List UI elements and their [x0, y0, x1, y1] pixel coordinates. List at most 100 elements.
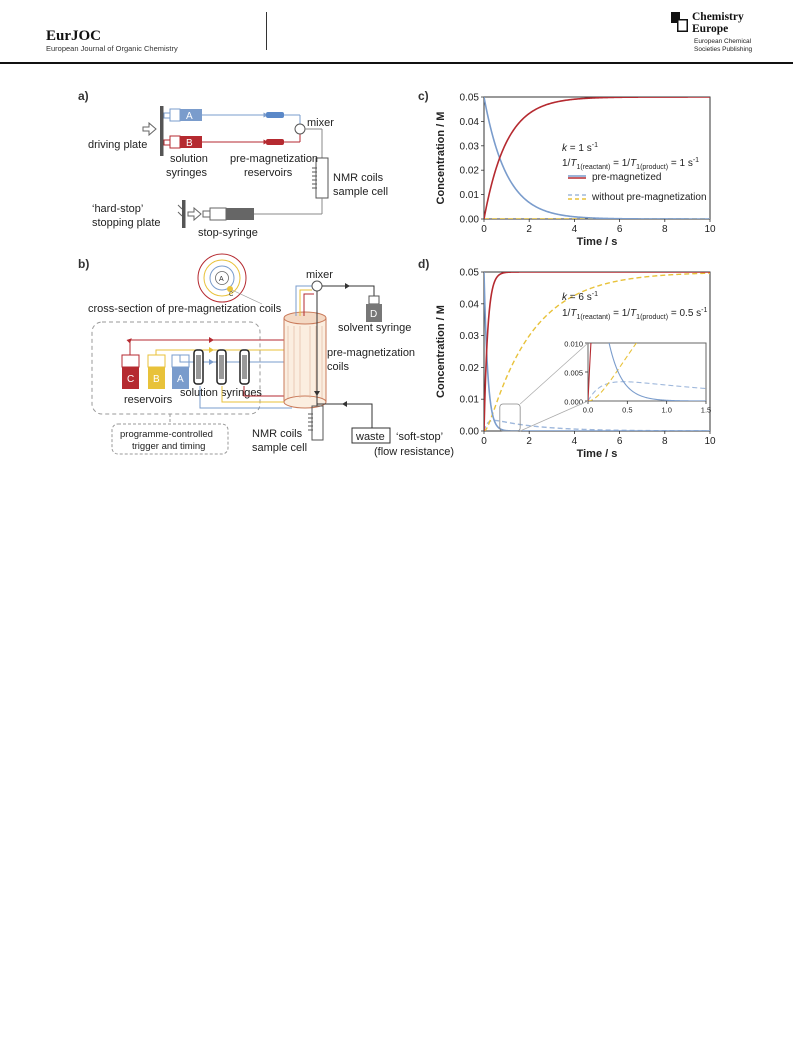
nmr-coils-label-b: NMR coils: [252, 428, 303, 440]
x-tick-label: 4: [572, 436, 578, 447]
nmr-coil-icon: [312, 167, 317, 189]
reservoir-c-label: C: [127, 374, 134, 385]
series-pre-magnetized-reactant: [484, 97, 710, 219]
syringe-a-plunger: [163, 112, 171, 119]
reservoir-c: [122, 367, 139, 389]
x-tick-label: 1.0: [661, 406, 671, 415]
publisher-title: Chemistry Europe: [692, 11, 744, 35]
prem-coils-label-1: pre-magnetization: [327, 347, 415, 359]
syringe-d-label: D: [370, 309, 377, 320]
syringe-b: [180, 136, 202, 148]
page-header: EurJOC European Journal of Organic Chemi…: [0, 0, 793, 64]
mixer-label: mixer: [306, 269, 333, 281]
mixer-icon: [294, 123, 306, 135]
series-without-pre-magnetization-product: [484, 272, 710, 431]
series-pre-magnetized-reactant: [484, 272, 710, 431]
x-tick-label: 8: [662, 224, 668, 235]
x-axis-label: Time / s: [577, 236, 618, 248]
push-arrow-icon: [142, 121, 157, 137]
header-divider: [266, 12, 267, 50]
mixer-label: mixer: [307, 117, 334, 129]
y-tick-label: 0.03: [460, 141, 480, 152]
x-tick-label: 0: [481, 436, 487, 447]
y-tick-label: 0.00: [460, 427, 480, 438]
syringe-a-label: A: [186, 111, 193, 122]
panel-b-label: b): [78, 257, 89, 271]
stop-syringe: [226, 208, 254, 220]
waste-label: waste: [355, 431, 385, 443]
pre-magnetization-label: pre-magnetization: [230, 153, 318, 165]
x-tick-label: 6: [617, 436, 623, 447]
mixer-icon: [311, 280, 323, 292]
syringe-a: [180, 109, 202, 121]
reservoir-a: [172, 367, 189, 389]
plot-frame: [587, 342, 707, 402]
panel-a-label: a): [78, 89, 89, 103]
reservoir-b: [266, 139, 284, 145]
x-tick-label: 0.5: [622, 406, 632, 415]
zoom-box: [499, 403, 521, 432]
sample-cell-label-b: sample cell: [252, 442, 307, 454]
journal-name: EurJOC: [46, 28, 102, 44]
driving-plate: [160, 106, 164, 156]
chemistry-europe-logo-icon: [671, 12, 688, 32]
trigger-label-2: trigger and timing: [132, 441, 205, 452]
pre-magnetization-coils: [283, 317, 327, 403]
syringe-b-label: B: [186, 138, 193, 149]
legend-without: without pre-magnetization: [591, 192, 707, 203]
controller-box: [91, 321, 261, 415]
y-tick-label: 0.04: [460, 299, 480, 310]
prem-coils-label-2: coils: [327, 361, 350, 373]
reservoir-a: [266, 112, 284, 118]
cross-section-label: cross-section of pre-magnetization coils: [88, 303, 282, 315]
driving-plate-label: driving plate: [88, 139, 147, 151]
x-axis-label: Time / s: [577, 448, 618, 460]
reservoir-b: [148, 367, 165, 389]
y-tick-label: 0.01: [460, 190, 480, 201]
reservoirs-label: reservoirs: [244, 167, 293, 179]
sample-cell-label: sample cell: [333, 186, 388, 198]
x-tick-label: 10: [704, 436, 716, 447]
soft-stop-label: ‘soft-stop’: [396, 431, 443, 443]
solution-syringes-label: solution syringes: [180, 387, 262, 399]
x-tick-label: 2: [526, 224, 532, 235]
reservoirs-label: reservoirs: [124, 394, 173, 406]
chart-c-annotation-relax: 1/T1(reactant) = 1/T1(product) = 1 s-1: [562, 157, 699, 171]
series-pre-magnetized-product: [484, 97, 710, 219]
chart-c-annotation-k: k = 1 s-1: [562, 142, 598, 154]
x-tick-label: 10: [704, 224, 716, 235]
waste-container: [351, 427, 391, 444]
chart-d-annotation-relax: 1/T1(reactant) = 1/T1(product) = 0.5 s-1: [562, 307, 707, 321]
y-tick-label: 0.05: [460, 268, 480, 279]
stop-syringe-label: stop-syringe: [198, 227, 258, 239]
y-tick-label: 0.01: [460, 395, 480, 406]
publisher-subtitle: European Chemical Societies Publishing: [694, 38, 753, 53]
solution-label: solution: [170, 153, 208, 165]
y-tick-label: 0.05: [460, 93, 480, 104]
x-tick-label: 8: [662, 436, 668, 447]
trigger-box: [111, 423, 229, 455]
y-axis-label: Concentration / M: [435, 305, 447, 398]
reservoir-b-label: B: [153, 374, 160, 385]
zoom-connector: [520, 400, 589, 432]
series-pre-magnetized-reactant: [608, 343, 706, 401]
cross-section-a: A: [219, 276, 224, 283]
stop-arrow-icon: [187, 206, 202, 222]
hard-stop-label: ‘hard-stop’: [92, 203, 143, 215]
chart-d-annotation-k: k = 6 s-1: [562, 291, 598, 303]
panel-b-diagram: b) A C cross-section of pre-magnetizatio…: [78, 253, 454, 458]
coil-cross-section-outer: [197, 253, 247, 303]
stopping-plate: [182, 200, 186, 228]
x-tick-label: 0.0: [583, 406, 593, 415]
panel-c-label: c): [418, 89, 429, 103]
syringe-b-plunger: [163, 139, 171, 146]
x-tick-label: 0: [481, 224, 487, 235]
x-tick-label: 6: [617, 224, 623, 235]
x-tick-label: 4: [572, 224, 578, 235]
reservoir-a-label: A: [177, 374, 184, 385]
y-tick-label: 0.04: [460, 117, 480, 128]
